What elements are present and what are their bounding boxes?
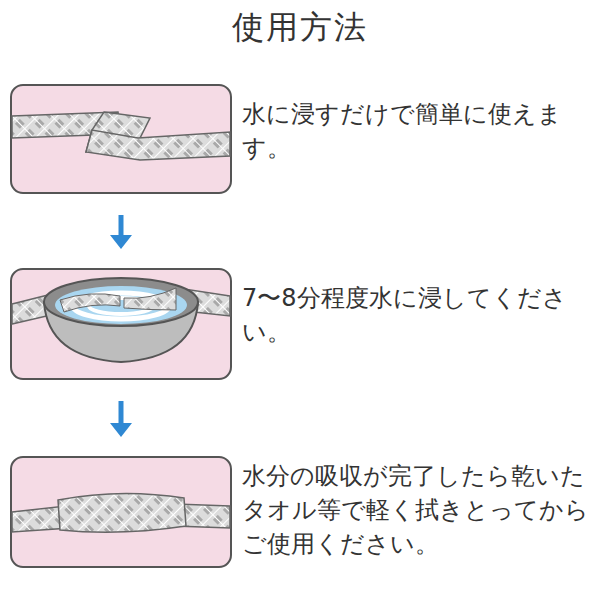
panel-bowl — [11, 269, 231, 379]
page-title: 使用方法 — [0, 6, 600, 50]
step-panel: 水分の吸収が完了したら乾いたタオル等で軽く拭きとってからご使用ください。 — [11, 457, 231, 567]
panel-dry-ribbon — [11, 457, 231, 567]
step-panel: 7〜8分程度水に浸してください。 — [11, 269, 231, 379]
flow-arrow — [110, 215, 132, 249]
step-description: 水に浸すだけで簡単に使えます。 — [242, 97, 590, 165]
panel-soak-ribbon — [11, 85, 231, 193]
step-description: 水分の吸収が完了したら乾いたタオル等で軽く拭きとってからご使用ください。 — [242, 459, 590, 561]
step-panel: 水に浸すだけで簡単に使えます。 — [11, 85, 231, 193]
flow-arrow — [110, 401, 132, 437]
step-description: 7〜8分程度水に浸してください。 — [242, 281, 590, 349]
